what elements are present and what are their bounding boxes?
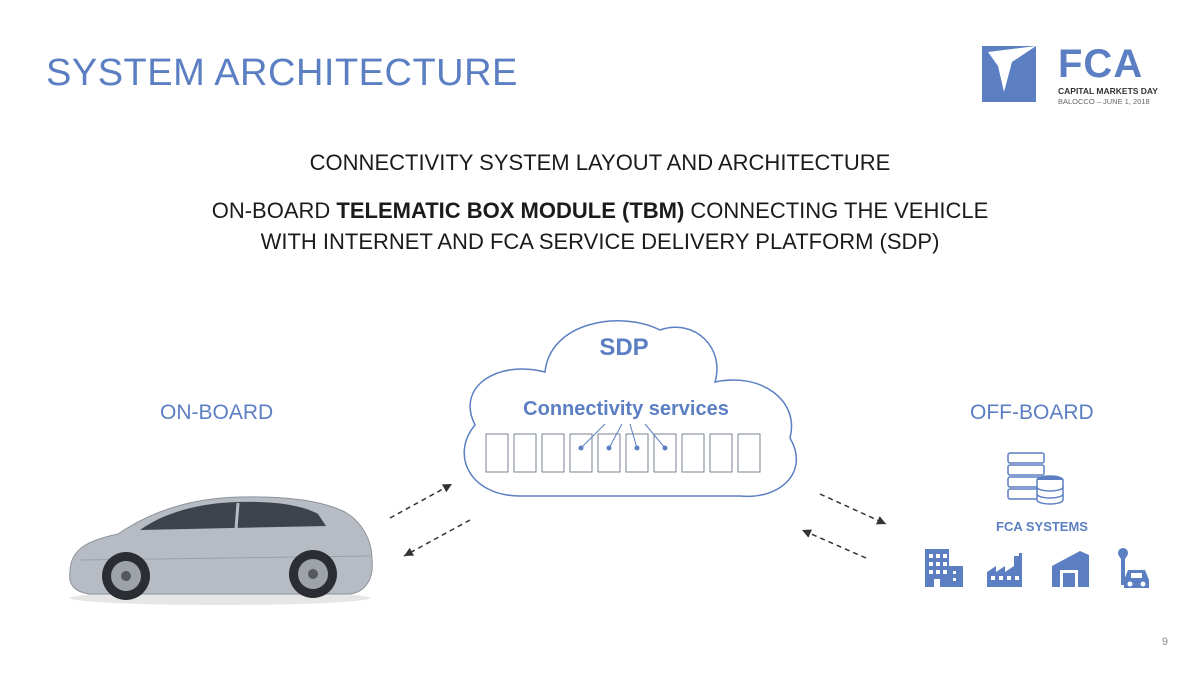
headline-line-2-suffix: CONNECTING THE VEHICLE: [684, 198, 989, 223]
arrow-cloud-to-offboard: [819, 493, 887, 525]
connectivity-services-label: Connectivity services: [523, 398, 729, 420]
slide-title: SYSTEM ARCHITECTURE: [46, 52, 518, 94]
service-modules: [485, 433, 761, 473]
logo-place-date: BALOCCO – JUNE 1, 2018: [1058, 97, 1150, 106]
headline-line-2: ON-BOARD TELEMATIC BOX MODULE (TBM) CONN…: [0, 195, 1200, 226]
arrow-car-to-cloud: [389, 483, 453, 519]
page-number: 9: [1161, 636, 1168, 648]
logo-brand: FCA: [1058, 42, 1144, 86]
arrow-offboard-to-cloud: [801, 529, 867, 559]
sdp-label: SDP: [599, 334, 649, 361]
car-icon: [69, 496, 373, 605]
fca-systems-label: FCA SYSTEMS: [996, 519, 1088, 534]
service-links: [578, 423, 668, 451]
headline-line-2-bold: TELEMATIC BOX MODULE (TBM): [336, 198, 685, 223]
fca-logo-mark-icon: [982, 46, 1036, 102]
onboard-label: ON-BOARD: [160, 401, 274, 424]
car-service-icon: [1118, 548, 1149, 588]
headline-line-3: WITH INTERNET AND FCA SERVICE DELIVERY P…: [260, 229, 940, 254]
fca-logo: FCA CAPITAL MARKETS DAY BALOCCO – JUNE 1…: [982, 44, 1172, 106]
logo-event: CAPITAL MARKETS DAY: [1058, 86, 1158, 96]
headline-line-1: CONNECTIVITY SYSTEM LAYOUT AND ARCHITECT…: [309, 150, 891, 175]
headline-block: ON-BOARD TELEMATIC BOX MODULE (TBM) CONN…: [0, 195, 1200, 257]
warehouse-icon: [1052, 551, 1089, 587]
arrow-cloud-to-car: [403, 519, 471, 557]
headline-line-2-prefix: ON-BOARD: [211, 198, 337, 223]
offboard-label: OFF-BOARD: [970, 401, 1094, 424]
server-database-icon: [1007, 452, 1064, 505]
factory-icon: [987, 553, 1022, 587]
office-building-icon: [925, 549, 963, 587]
